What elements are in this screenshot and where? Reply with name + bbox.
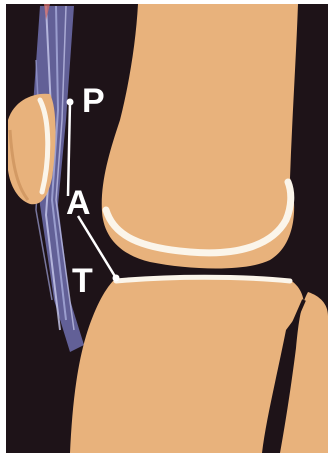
t-endpoint-dot [113,275,120,282]
label-p: P [82,82,105,120]
patella [8,94,56,205]
label-a: A [66,184,91,222]
label-t: T [72,262,93,300]
p-endpoint-dot [67,99,74,106]
